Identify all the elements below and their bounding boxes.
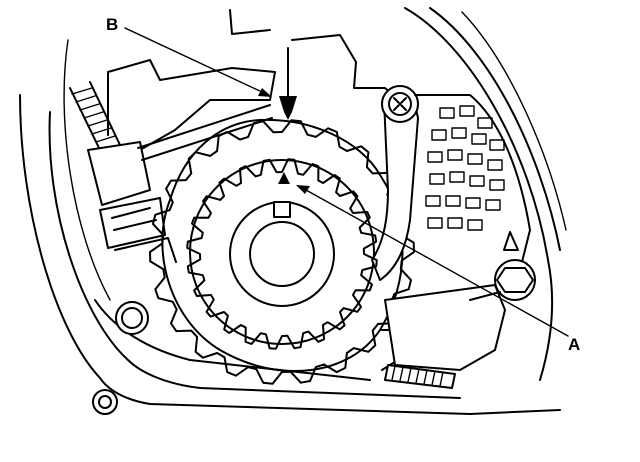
right-bolt	[494, 259, 536, 301]
tensioner-arm	[371, 85, 419, 281]
mount-bracket	[414, 94, 531, 271]
timing-mark-a	[278, 172, 290, 184]
callout-label-b: B	[106, 15, 119, 34]
crank-sprocket	[186, 158, 378, 350]
timing-rotor	[149, 119, 415, 385]
sensor-block	[384, 284, 506, 389]
belt-cover	[161, 118, 404, 372]
lower-left-bolt	[115, 301, 149, 335]
leader-line-b	[124, 27, 272, 97]
wire-harness	[69, 81, 273, 249]
tab-ring	[92, 389, 118, 415]
leader-line-a	[296, 185, 569, 337]
pointer-mark-b	[279, 47, 297, 120]
callout-label-a: A	[568, 335, 581, 354]
